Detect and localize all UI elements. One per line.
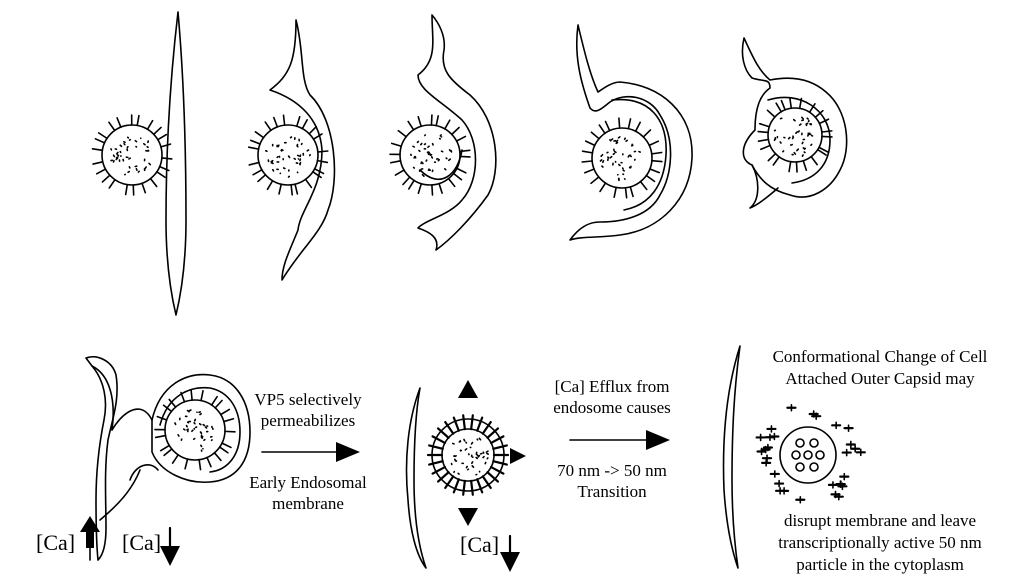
early-label-line1: Early Endosomal xyxy=(249,473,367,492)
vp5-label-line1: VP5 selectively xyxy=(254,390,362,409)
efflux-label-line1: [Ca] Efflux from xyxy=(555,377,670,396)
early-label-line2: membrane xyxy=(272,494,344,513)
swollen-virion xyxy=(428,415,508,494)
cell-membrane xyxy=(742,38,846,197)
stage-7-calcium-efflux: [Ca] xyxy=(407,380,527,572)
step-arrow-vp5: VP5 selectively permeabilizes Early Endo… xyxy=(249,390,367,513)
transition-label-line1: 70 nm -> 50 nm xyxy=(557,461,667,480)
ca-efflux-arrow-up xyxy=(458,380,478,398)
cell-membrane xyxy=(270,20,334,280)
conformational-label-line1: Conformational Change of Cell xyxy=(773,347,988,366)
virion xyxy=(92,115,171,195)
core-particle xyxy=(757,405,865,503)
ca-decrease-arrow-middle xyxy=(500,552,520,572)
ca-label-middle: [Ca] xyxy=(460,532,499,557)
virion xyxy=(155,390,235,469)
cell-membrane xyxy=(407,388,427,568)
virion xyxy=(758,98,832,172)
stage-5-endosome xyxy=(742,38,846,208)
virion xyxy=(390,115,470,195)
efflux-label-line2: endosome causes xyxy=(553,398,671,417)
step-arrow-efflux: [Ca] Efflux from endosome causes 70 nm -… xyxy=(553,377,671,501)
ca-label-left-up: [Ca] xyxy=(36,530,75,555)
disrupt-label-line1: disrupt membrane and leave xyxy=(784,511,976,530)
virion xyxy=(582,118,662,198)
stage-6-endosome-vp5: [Ca] [Ca] xyxy=(36,357,250,566)
stage-3-wrapping xyxy=(390,15,496,250)
conformational-label-line2: Attached Outer Capsid may xyxy=(785,369,975,388)
stage-2-membrane-contact xyxy=(249,20,335,280)
endosome-membrane xyxy=(152,375,250,483)
ca-efflux-arrow-right xyxy=(510,448,526,464)
cell-membrane xyxy=(724,346,740,568)
ca-label-left-down: [Ca] xyxy=(122,530,161,555)
stage-1-attachment xyxy=(92,12,186,315)
ca-efflux-arrow-down xyxy=(458,508,478,526)
stage-8-core-release: Conformational Change of Cell Attached O… xyxy=(724,346,988,574)
disrupt-label-line3: particle in the cytoplasm xyxy=(796,555,964,574)
transition-label-line2: Transition xyxy=(577,482,647,501)
stage-4-engulfment xyxy=(570,25,692,240)
cell-membrane xyxy=(166,12,186,315)
cell-membrane xyxy=(418,15,496,250)
disrupt-label-line2: transcriptionally active 50 nm xyxy=(778,533,981,552)
ca-decrease-arrow xyxy=(160,546,180,566)
vp5-label-line2: permeabilizes xyxy=(261,411,355,430)
